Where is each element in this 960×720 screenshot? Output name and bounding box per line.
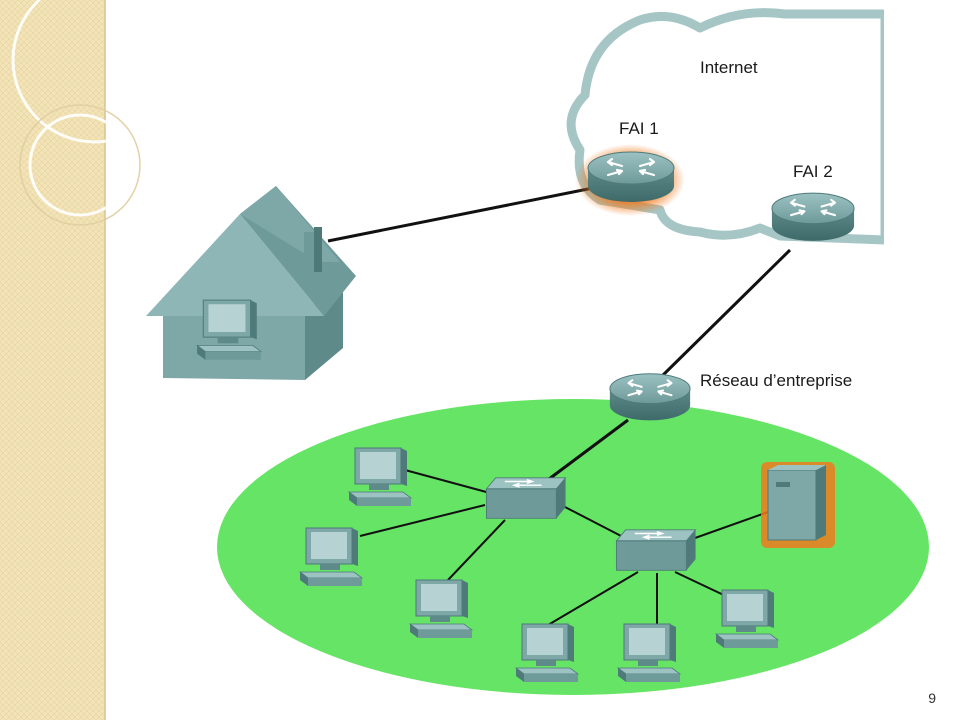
enterprise-router [608, 372, 692, 422]
isp1-label: FAI 1 [619, 119, 659, 138]
workstation-icon [348, 447, 412, 507]
workstation-icon [715, 589, 779, 649]
home-building [146, 186, 356, 380]
lan-links [359, 469, 769, 626]
link-home-isp1 [327, 186, 594, 243]
page-number: 9 [928, 690, 936, 706]
isp2-label: FAI 2 [793, 162, 833, 181]
enterprise-network-label: Réseau d’entreprise [700, 371, 852, 390]
internet-label: Internet [700, 58, 758, 77]
switch-core [485, 477, 567, 520]
workstation-icon [299, 527, 363, 587]
workstation-icon [409, 579, 473, 639]
link-enterprise-switch1 [544, 418, 629, 484]
isp1-router [575, 144, 685, 216]
decorative-sidebar [0, 0, 179, 720]
switch-access [615, 529, 697, 572]
server-icon [761, 462, 835, 548]
link-isp2-enterprise [658, 248, 792, 380]
network-links [327, 186, 792, 484]
workstation-icon [515, 623, 579, 683]
isp2-router [770, 192, 856, 242]
workstation-icon [617, 623, 681, 683]
